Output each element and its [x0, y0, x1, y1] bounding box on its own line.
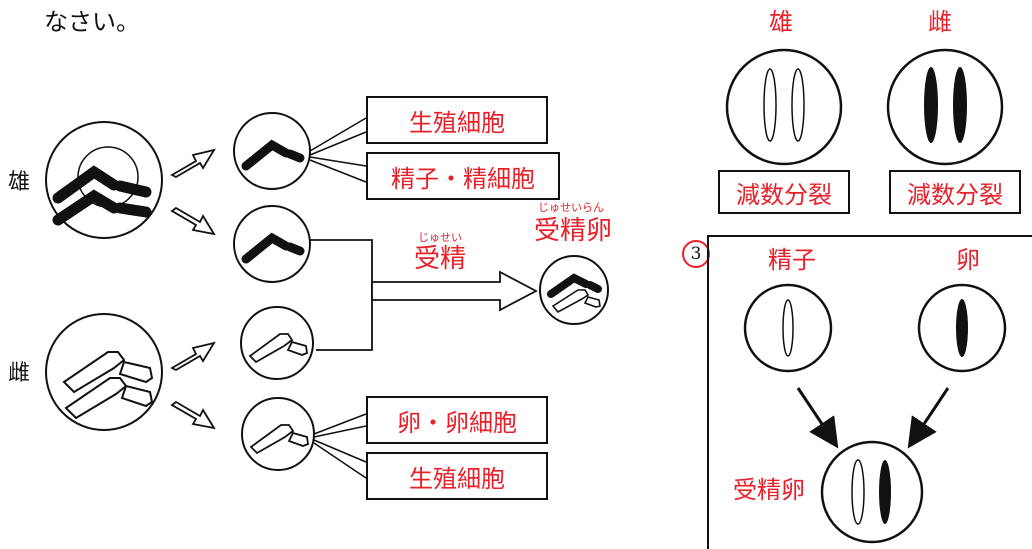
female-gamete-cell-lower	[241, 397, 315, 471]
panel-egg-label: 卵	[956, 246, 980, 274]
fertilization-bracket	[310, 239, 373, 351]
fertilization-label: 受精	[414, 244, 467, 274]
female-gamete-cell-upper	[240, 306, 314, 380]
zygote-label: 受精卵	[534, 216, 613, 246]
arrow-male-to-upper	[170, 148, 216, 179]
arrow-egg-to-zygote	[907, 387, 950, 449]
germ-cell-answer-box-top: 生殖細胞	[366, 96, 548, 144]
zygote-ruby: じゅせいらん	[538, 201, 604, 214]
arrow-female-to-upper	[170, 341, 216, 372]
panel-arrows	[796, 387, 950, 449]
egg-answer-box: 卵・卵細胞	[366, 396, 548, 444]
top-right-male-cell	[725, 48, 843, 166]
male-parent-cell	[45, 121, 163, 239]
heading-text: なさい。	[44, 8, 140, 36]
zygote-cell-left	[539, 255, 609, 325]
female-parent-cell	[45, 313, 163, 431]
fertilization-ruby: じゅせい	[418, 231, 462, 244]
question-number-text: 3	[690, 243, 702, 264]
female-label: 雌	[8, 361, 31, 386]
top-right-female-label: 雌	[928, 8, 952, 36]
arrow-sperm-to-zygote	[796, 387, 839, 449]
box-connectors	[309, 117, 367, 479]
arrow-female-to-lower	[170, 400, 216, 430]
fertilization-arrow	[371, 270, 538, 312]
panel-egg-cell	[917, 283, 1007, 373]
hollow-arrows	[170, 148, 216, 430]
question-number-3: 3	[682, 240, 710, 268]
panel-zygote-cell	[820, 440, 924, 544]
panel-sperm-cell	[743, 283, 833, 373]
male-label: 雄	[8, 170, 31, 195]
male-gamete-cell-upper	[233, 112, 311, 190]
female-parent-chromosomes	[62, 351, 154, 420]
top-right-male-label: 雄	[769, 8, 793, 36]
male-gamete-cell-lower	[233, 205, 311, 283]
panel-zygote-label: 受精卵	[733, 476, 805, 504]
female-meiosis-box: 減数分裂	[889, 170, 1021, 214]
male-meiosis-box: 減数分裂	[718, 170, 850, 214]
germ-cell-answer-box-bottom: 生殖細胞	[366, 452, 548, 500]
top-right-female-cell	[886, 48, 1004, 166]
sperm-answer-box: 精子・精細胞	[366, 152, 560, 200]
male-parent-chromosomes	[52, 165, 152, 226]
arrow-male-to-lower	[170, 206, 216, 236]
panel-sperm-label: 精子	[768, 246, 816, 274]
